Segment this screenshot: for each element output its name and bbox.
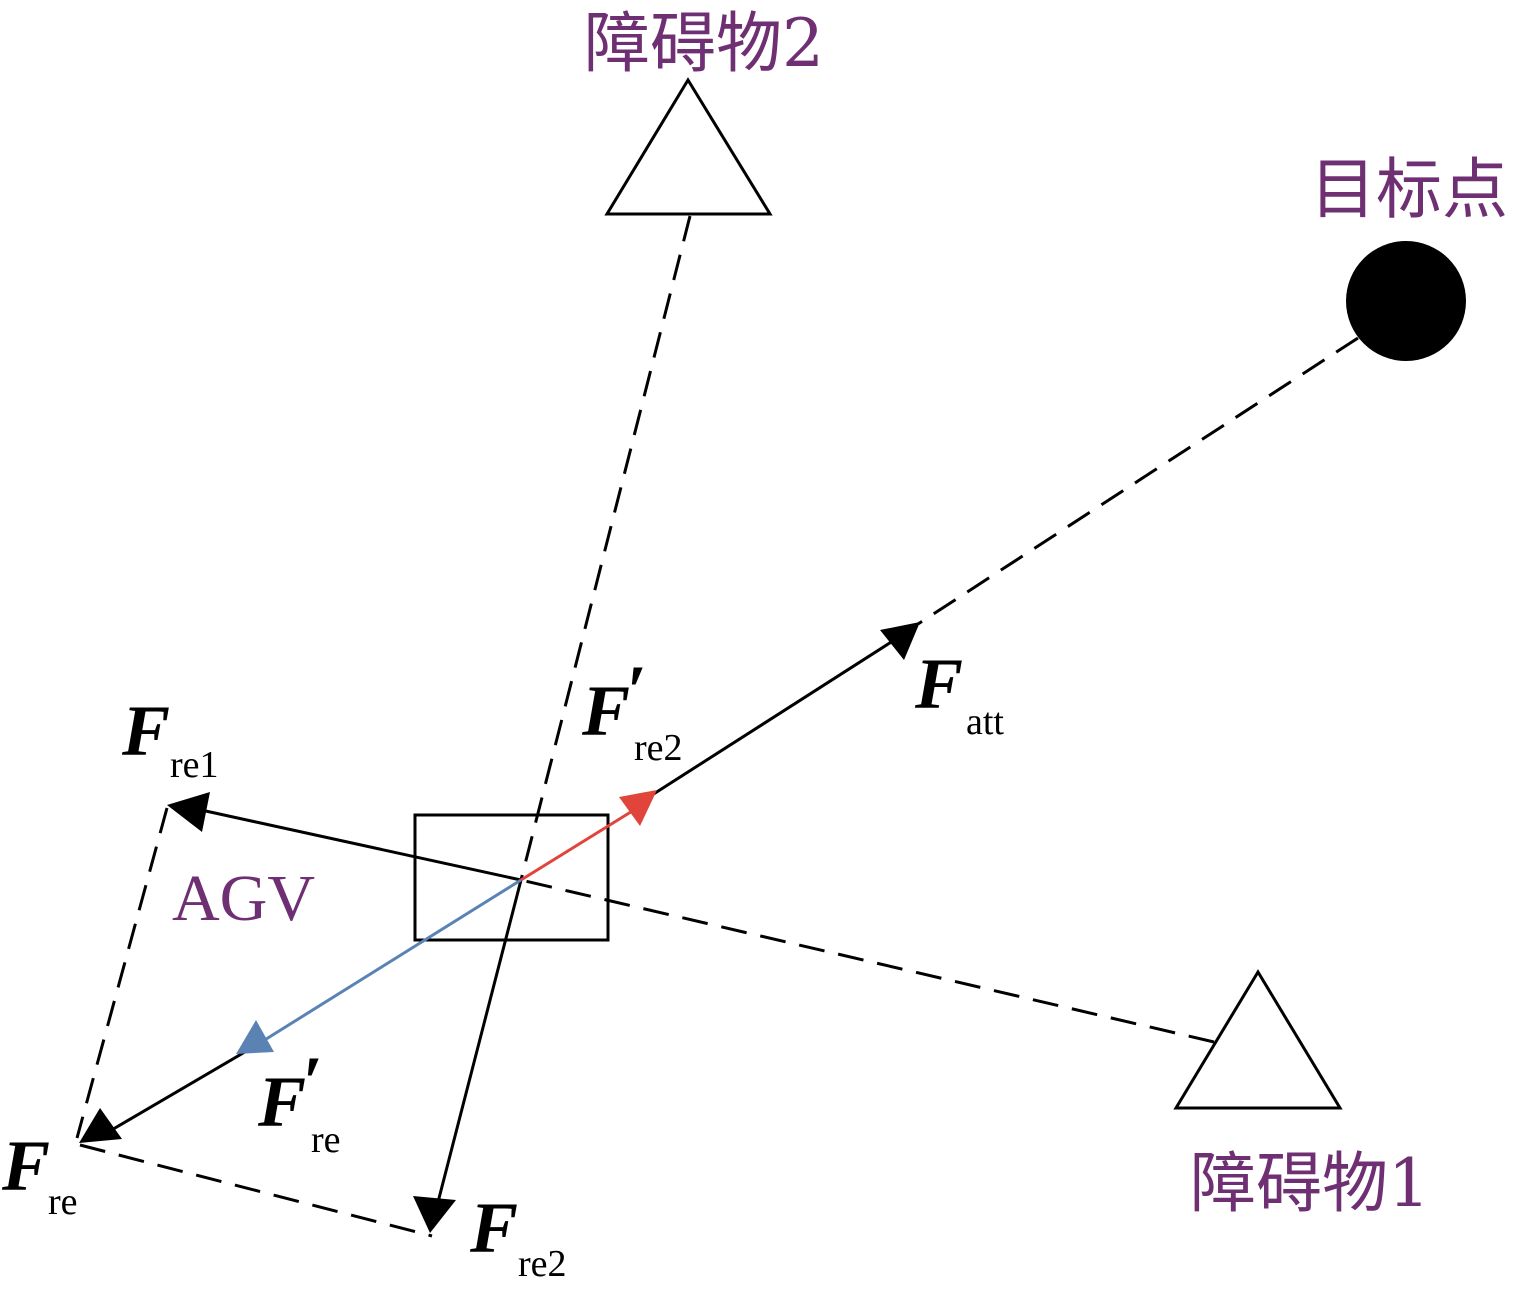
f-re-arrowhead [79,1108,122,1143]
f-re-label: F re [1,1126,78,1223]
f-re2-symbol: F [469,1188,518,1268]
obstacle-1-label: 障碍物1 [1190,1145,1430,1222]
dash-parallelogram-left [75,807,169,1139]
f-att-vector [651,637,897,797]
target-point-label: 目标点 [1310,151,1508,228]
f-re-prime-mark: ′ [302,1042,322,1122]
obstacle-2-label: 障碍物2 [584,5,824,82]
f-re2-subscript: re2 [518,1243,567,1285]
f-att-label: F att [914,644,1004,743]
obstacle-1-triangle [1173,969,1343,1110]
dash-obstacle2-line [519,215,692,881]
f-att-arrowhead [880,622,920,660]
f-re1-arrowhead [167,792,210,832]
f-re-prime-subscript: re [311,1119,341,1161]
dash-target-line [917,336,1359,626]
agv-rectangle [413,813,610,942]
f-re-symbol: F [1,1126,50,1206]
target-point-circle [1346,241,1466,361]
f-att-symbol: F [914,644,963,724]
f-re-prime-symbol: F [257,1062,306,1142]
f-re-prime-label: F ′ re [257,1042,341,1161]
f-re2-arrowhead [413,1196,456,1233]
f-re1-subscript: re1 [170,744,219,786]
f-re-prime-arrowhead [236,1020,274,1054]
f-re2-prime-label: F ′ re2 [581,651,683,769]
f-re2-prime-subscript: re2 [634,727,683,769]
agv-label: AGV [172,862,315,935]
f-re-prime-vector [254,878,522,1048]
f-re2-prime-symbol: F [581,671,630,751]
f-re2-label: F re2 [469,1188,567,1285]
f-re2-prime-arrowhead [619,790,657,826]
f-re-subscript: re [48,1181,78,1223]
f-re-vector [97,1044,256,1140]
f-re2-prime-mark: ′ [626,651,646,731]
f-re2-vector [435,879,523,1207]
f-re1-label: F re1 [121,691,219,786]
f-re1-vector [191,806,522,882]
dash-obstacle1-line [520,878,1215,1044]
dash-parallelogram-bottom [79,1143,433,1238]
f-att-subscript: att [966,701,1004,743]
f-re2-prime-vector [520,803,643,882]
svg-text:F: F [914,644,963,724]
obstacle-2-triangle [604,77,773,216]
f-re1-symbol: F [121,691,170,771]
